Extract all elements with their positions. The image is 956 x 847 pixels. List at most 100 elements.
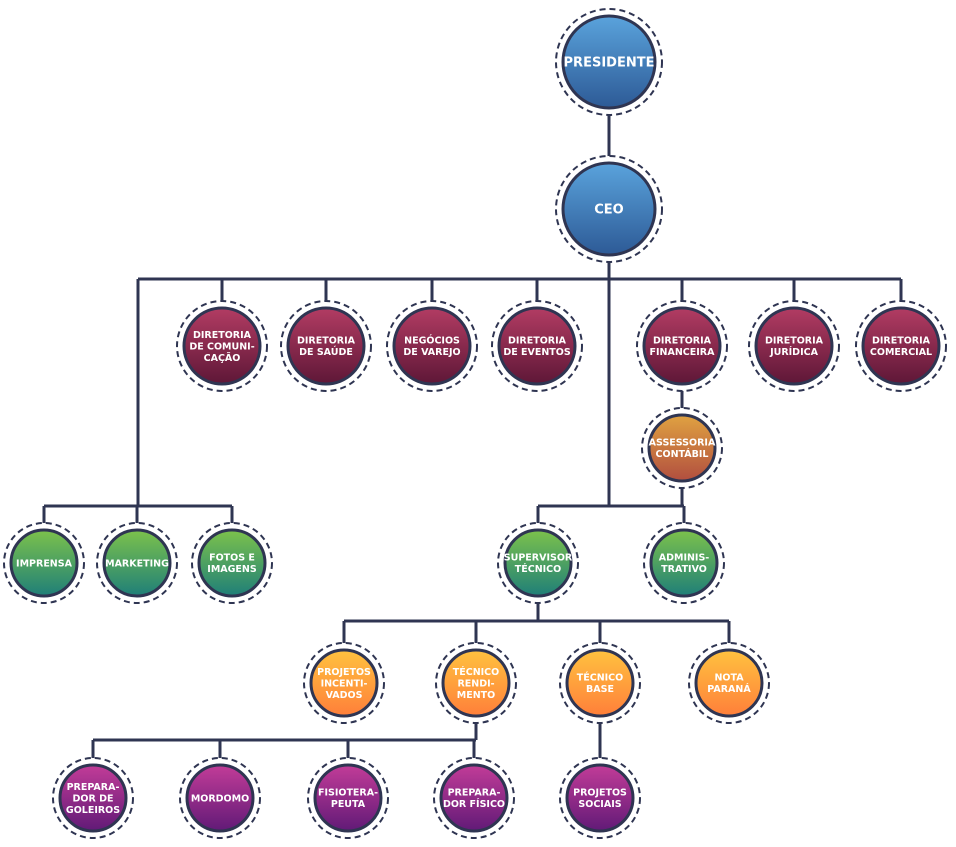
node-circle	[286, 306, 366, 386]
node-label-line: NOTA	[714, 673, 744, 684]
node-presidente: PRESIDENTE	[555, 8, 663, 116]
node-label-line: DIRETORIA	[297, 336, 356, 347]
node-label-line: CAÇÃO	[204, 353, 241, 364]
node-circle	[9, 528, 79, 598]
node-label: IMPRENSA	[16, 558, 73, 569]
node-label-line: FOTOS E	[209, 553, 255, 564]
node-circle	[561, 14, 657, 110]
node-circle	[313, 763, 383, 833]
node-label-line: IMPRENSA	[16, 558, 73, 569]
node-label-line: MARKETING	[105, 558, 169, 569]
node-circle	[754, 306, 834, 386]
node-administrativo: ADMINIS-TRATIVO	[643, 522, 725, 604]
node-circle	[439, 763, 509, 833]
node-label-line: MORDOMO	[191, 793, 249, 804]
node-circle	[309, 648, 379, 718]
node-circle	[642, 306, 722, 386]
node-label: PREPARA-DOR FÍSICO	[443, 788, 505, 811]
node-label-line: TÉCNICO	[577, 672, 623, 684]
node-ceo: CEO	[555, 155, 663, 263]
node-label-line: CEO	[594, 203, 623, 218]
node-label-line: COMERCIAL	[870, 347, 932, 358]
node-circle	[565, 763, 635, 833]
node-circle	[197, 528, 267, 598]
node-circle	[441, 648, 511, 718]
node-label-line: JURÍDICA	[769, 346, 818, 358]
node-label-line: PEUTA	[331, 799, 366, 810]
node-label-line: CONTÁBIL	[656, 448, 709, 460]
node-fisioterapeuta: FISIOTERA-PEUTA	[307, 757, 389, 839]
node-label-line: DIRETORIA	[653, 336, 712, 347]
node-circle	[503, 528, 573, 598]
node-mordomo: MORDOMO	[179, 757, 261, 839]
node-label-line: DOR DE	[73, 793, 114, 804]
node-label-line: DE COMUNI-	[189, 341, 254, 352]
node-circle	[58, 763, 128, 833]
node-label-line: DIRETORIA	[872, 336, 931, 347]
node-circle	[649, 528, 719, 598]
node-label-line: TÉCNICO	[515, 563, 561, 575]
node-label-line: BASE	[586, 684, 614, 695]
node-circle	[565, 648, 635, 718]
node-label-line: DIRETORIA	[765, 336, 824, 347]
node-circle	[861, 306, 941, 386]
node-label: MORDOMO	[191, 793, 249, 804]
node-label-line: RENDI-	[457, 678, 494, 689]
node-label-line: PROJETOS	[573, 788, 627, 799]
node-label: FISIOTERA-PEUTA	[318, 788, 378, 811]
node-label-line: DIRETORIA	[193, 330, 252, 341]
node-circle	[182, 306, 262, 386]
node-label-line: PRESIDENTE	[564, 56, 655, 71]
node-label-line: SUPERVISOR	[504, 553, 573, 564]
node-circle	[497, 306, 577, 386]
node-label-line: DOR FÍSICO	[443, 798, 505, 810]
node-label-line: TRATIVO	[661, 564, 707, 575]
node-marketing: MARKETING	[96, 522, 178, 604]
node-label-line: VADOS	[326, 690, 363, 701]
node-label-line: DE EVENTOS	[503, 347, 571, 358]
node-label: CEO	[594, 203, 623, 218]
node-label-line: PARANÁ	[707, 683, 751, 695]
node-label-line: FINANCEIRA	[650, 347, 716, 358]
node-label-line: FISIOTERA-	[318, 788, 378, 799]
node-label-line: DE SAÚDE	[299, 346, 353, 358]
node-circle	[185, 763, 255, 833]
node-label-line: DE VAREJO	[403, 347, 460, 358]
node-circle	[561, 161, 657, 257]
node-imprensa: IMPRENSA	[3, 522, 85, 604]
node-label: MARKETING	[105, 558, 169, 569]
node-label-line: IMAGENS	[207, 564, 257, 575]
node-label-line: INCENTI-	[321, 678, 368, 689]
node-circle	[694, 648, 764, 718]
node-label-line: NEGÓCIOS	[404, 335, 460, 347]
node-label-line: ADMINIS-	[659, 553, 710, 564]
